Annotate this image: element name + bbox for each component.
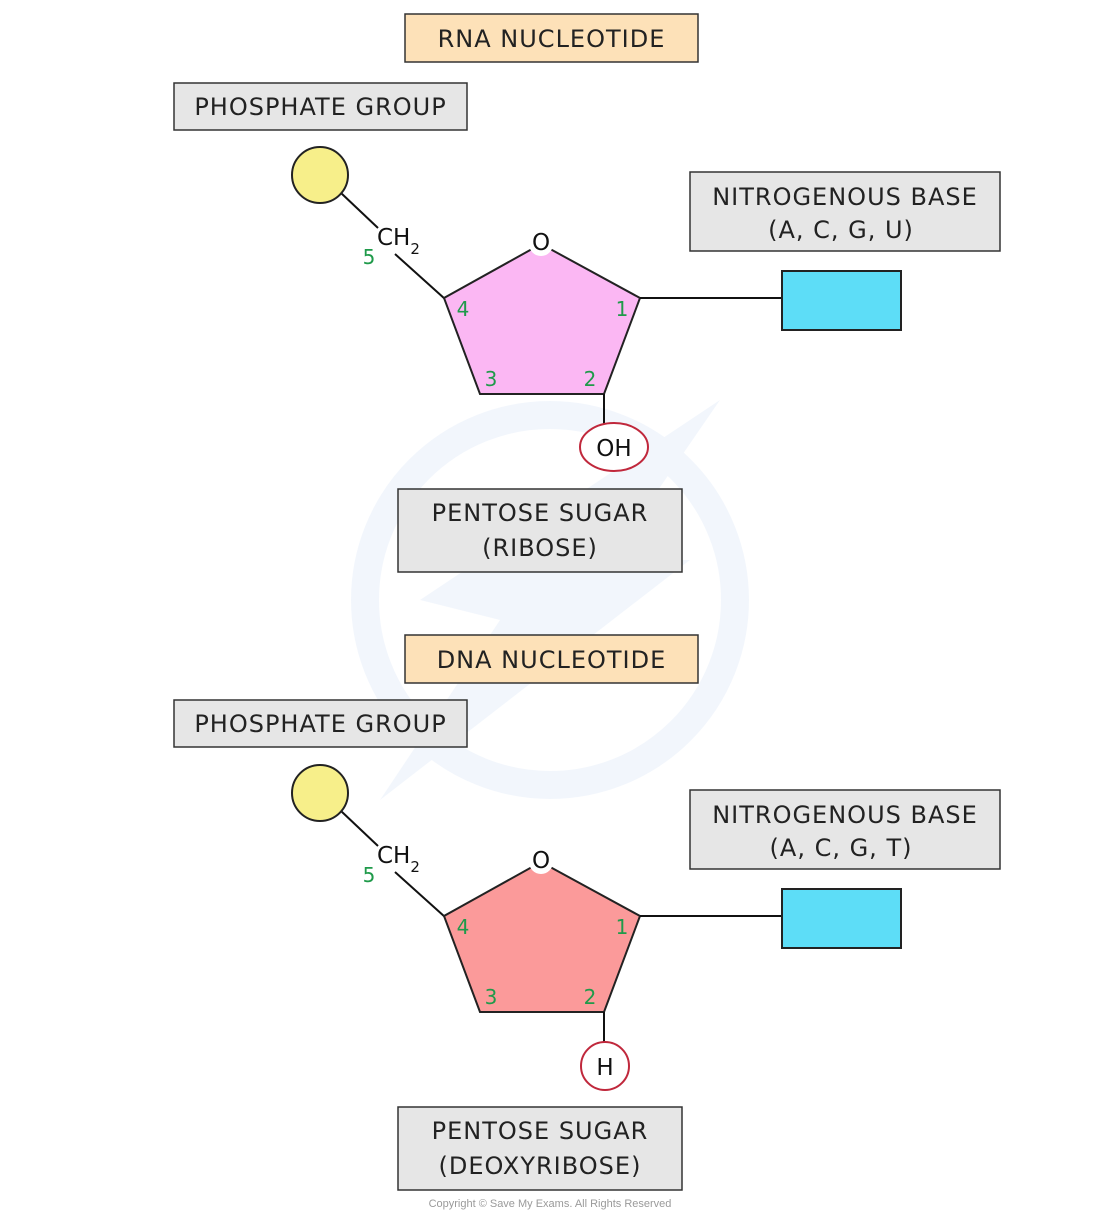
dna-c2-group: H — [596, 1055, 613, 1081]
dna-carbon-4: 4 — [457, 915, 470, 939]
dna-title: DNA NUCLEOTIDE — [437, 646, 667, 674]
rna-sugar-label-line2: (RIBOSE) — [482, 534, 598, 562]
dna-phosphate-label: PHOSPHATE GROUP — [194, 710, 446, 738]
rna-base-label-box: NITROGENOUS BASE (A, C, G, U) — [689, 171, 1001, 252]
dna-carbon-1: 1 — [616, 915, 629, 939]
rna-ch2: CH2 — [377, 225, 420, 258]
rna-nucleotide: RNA NUCLEOTIDE PHOSPHATE GROUP CH2 O 1 2… — [173, 13, 1001, 573]
rna-base-label-line2: (A, C, G, U) — [768, 216, 914, 244]
rna-title-box: RNA NUCLEOTIDE — [404, 13, 699, 63]
dna-carbon-5: 5 — [363, 863, 376, 887]
rna-carbon-5: 5 — [363, 245, 376, 269]
rna-base-label-line1: NITROGENOUS BASE — [712, 183, 978, 211]
dna-c2-group-circle — [580, 1041, 630, 1091]
dna-base-label-line1: NITROGENOUS BASE — [712, 801, 978, 829]
rna-ribose-ring — [442, 242, 642, 395]
rna-carbon-1: 1 — [616, 297, 629, 321]
rna-title: RNA NUCLEOTIDE — [438, 25, 666, 53]
rna-sugar-label-line1: PENTOSE SUGAR — [432, 499, 649, 527]
rna-phosphate-label-box: PHOSPHATE GROUP — [173, 82, 468, 131]
rna-nitrogenous-base-rect — [781, 270, 902, 331]
dna-carbon-3: 3 — [485, 985, 498, 1009]
rna-phosphate-circle — [291, 146, 349, 204]
dna-nitrogenous-base-rect — [781, 888, 902, 949]
rna-ring-oxygen-gap — [529, 232, 553, 256]
dna-sugar-label-line2: (DEOXYRIBOSE) — [439, 1152, 642, 1180]
rna-c2-group-circle — [579, 422, 649, 472]
dna-sugar-label-line1: PENTOSE SUGAR — [432, 1117, 649, 1145]
dna-phosphate-label-box: PHOSPHATE GROUP — [173, 699, 468, 748]
rna-phosphate-label: PHOSPHATE GROUP — [194, 93, 446, 121]
dna-ring-oxygen: O — [532, 848, 550, 874]
rna-ring-oxygen: O — [532, 230, 550, 256]
dna-ch2: CH2 — [377, 843, 420, 876]
copyright-notice: Copyright © Save My Exams. All Rights Re… — [429, 1198, 672, 1210]
rna-c2-group: OH — [596, 436, 631, 462]
rna-carbon-3: 3 — [485, 367, 498, 391]
dna-phosphate-circle — [291, 764, 349, 822]
dna-sugar-label-box: PENTOSE SUGAR (DEOXYRIBOSE) — [397, 1106, 683, 1191]
dna-base-label-line2: (A, C, G, T) — [770, 834, 913, 862]
dna-base-label-box: NITROGENOUS BASE (A, C, G, T) — [689, 789, 1001, 870]
dna-carbon-2: 2 — [584, 985, 597, 1009]
dna-deoxyribose-ring — [442, 860, 642, 1013]
dna-title-box: DNA NUCLEOTIDE — [404, 634, 699, 684]
rna-carbon-2: 2 — [584, 367, 597, 391]
dna-nucleotide: DNA NUCLEOTIDE PHOSPHATE GROUP CH2 O 1 2… — [173, 634, 1001, 1191]
rna-carbon-4: 4 — [457, 297, 470, 321]
dna-ring-oxygen-gap — [529, 850, 553, 874]
rna-sugar-label-box: PENTOSE SUGAR (RIBOSE) — [397, 488, 683, 573]
